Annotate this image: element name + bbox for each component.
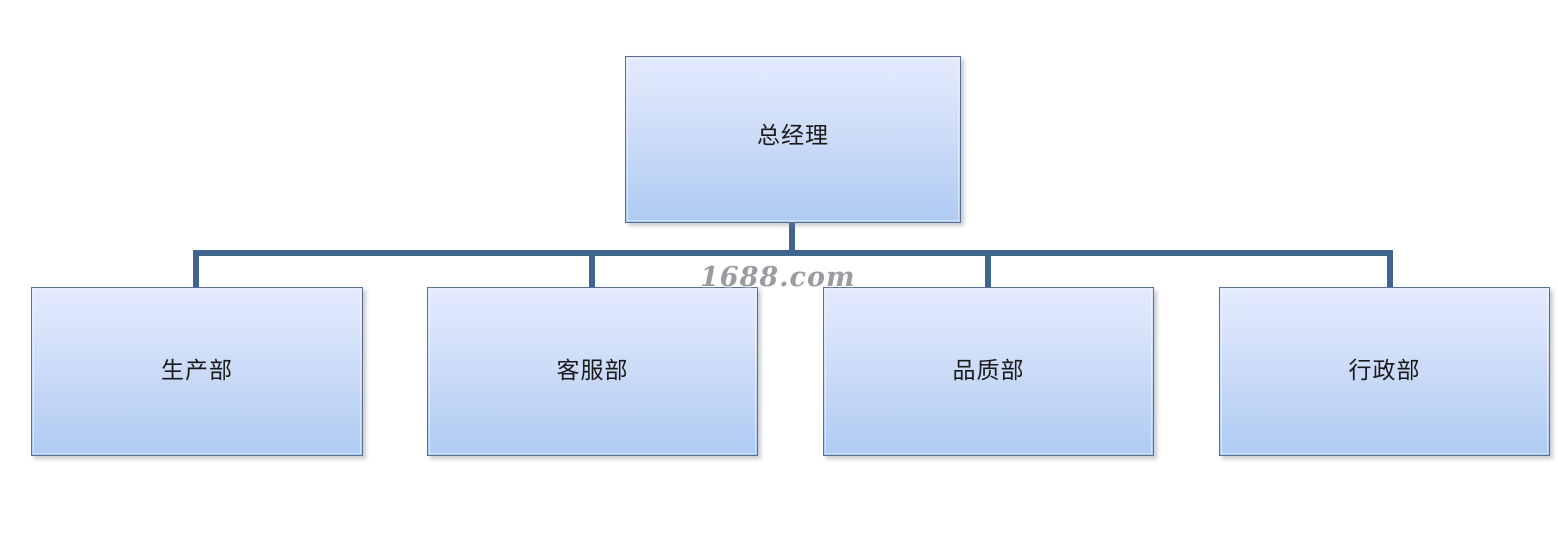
connector-drop-to-child-0 [193, 250, 199, 289]
connector-horizontal-bar [193, 250, 1393, 256]
org-node-root[interactable]: 总经理 [625, 56, 961, 223]
org-node-root-label: 总经理 [757, 123, 829, 149]
org-node-quality-label: 品质部 [952, 358, 1025, 384]
org-node-production[interactable]: 生产部 [31, 287, 363, 456]
connector-drop-to-child-1 [589, 250, 595, 289]
org-node-administration-label: 行政部 [1348, 358, 1421, 384]
connector-root-stem [789, 222, 795, 256]
org-node-administration[interactable]: 行政部 [1219, 287, 1550, 456]
org-node-quality[interactable]: 品质部 [823, 287, 1154, 456]
org-node-production-label: 生产部 [161, 358, 233, 384]
connector-drop-to-child-2 [985, 250, 991, 289]
connector-drop-to-child-3 [1387, 250, 1393, 289]
org-node-customer-service-label: 客服部 [556, 358, 629, 384]
org-node-customer-service[interactable]: 客服部 [427, 287, 758, 456]
